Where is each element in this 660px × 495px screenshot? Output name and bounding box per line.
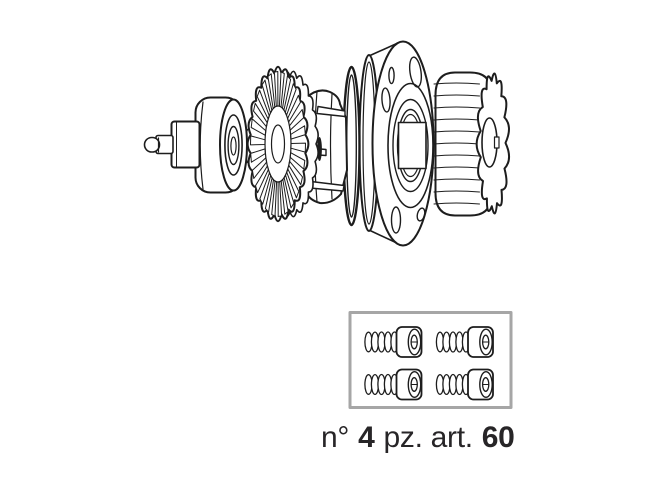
caption-quantity: 4 bbox=[358, 421, 375, 454]
hardware-box bbox=[348, 311, 513, 409]
drive-shaft bbox=[143, 120, 201, 169]
pinion-gear-tooth-ridges bbox=[433, 82, 480, 205]
shaft-tip-pin bbox=[143, 136, 161, 153]
crown-drum-gear bbox=[243, 65, 319, 223]
crown-gear-teeth bbox=[250, 71, 306, 217]
flange-bolt-holes bbox=[381, 56, 426, 234]
bearing-face bbox=[219, 98, 248, 192]
flange-hub-assembly bbox=[358, 40, 435, 247]
ball-bearing bbox=[194, 96, 248, 194]
pinion-gear-keyway bbox=[493, 136, 500, 149]
pinion-gear bbox=[433, 71, 511, 217]
caption-prefix: n° bbox=[321, 421, 350, 454]
square-drive-coupler bbox=[397, 121, 427, 170]
caption: n° 4 pz. art. 60 bbox=[321, 420, 515, 456]
caption-unit: pz. art. bbox=[383, 421, 473, 454]
shaft-step-cylinder bbox=[170, 120, 201, 169]
caption-article: 60 bbox=[481, 421, 515, 454]
